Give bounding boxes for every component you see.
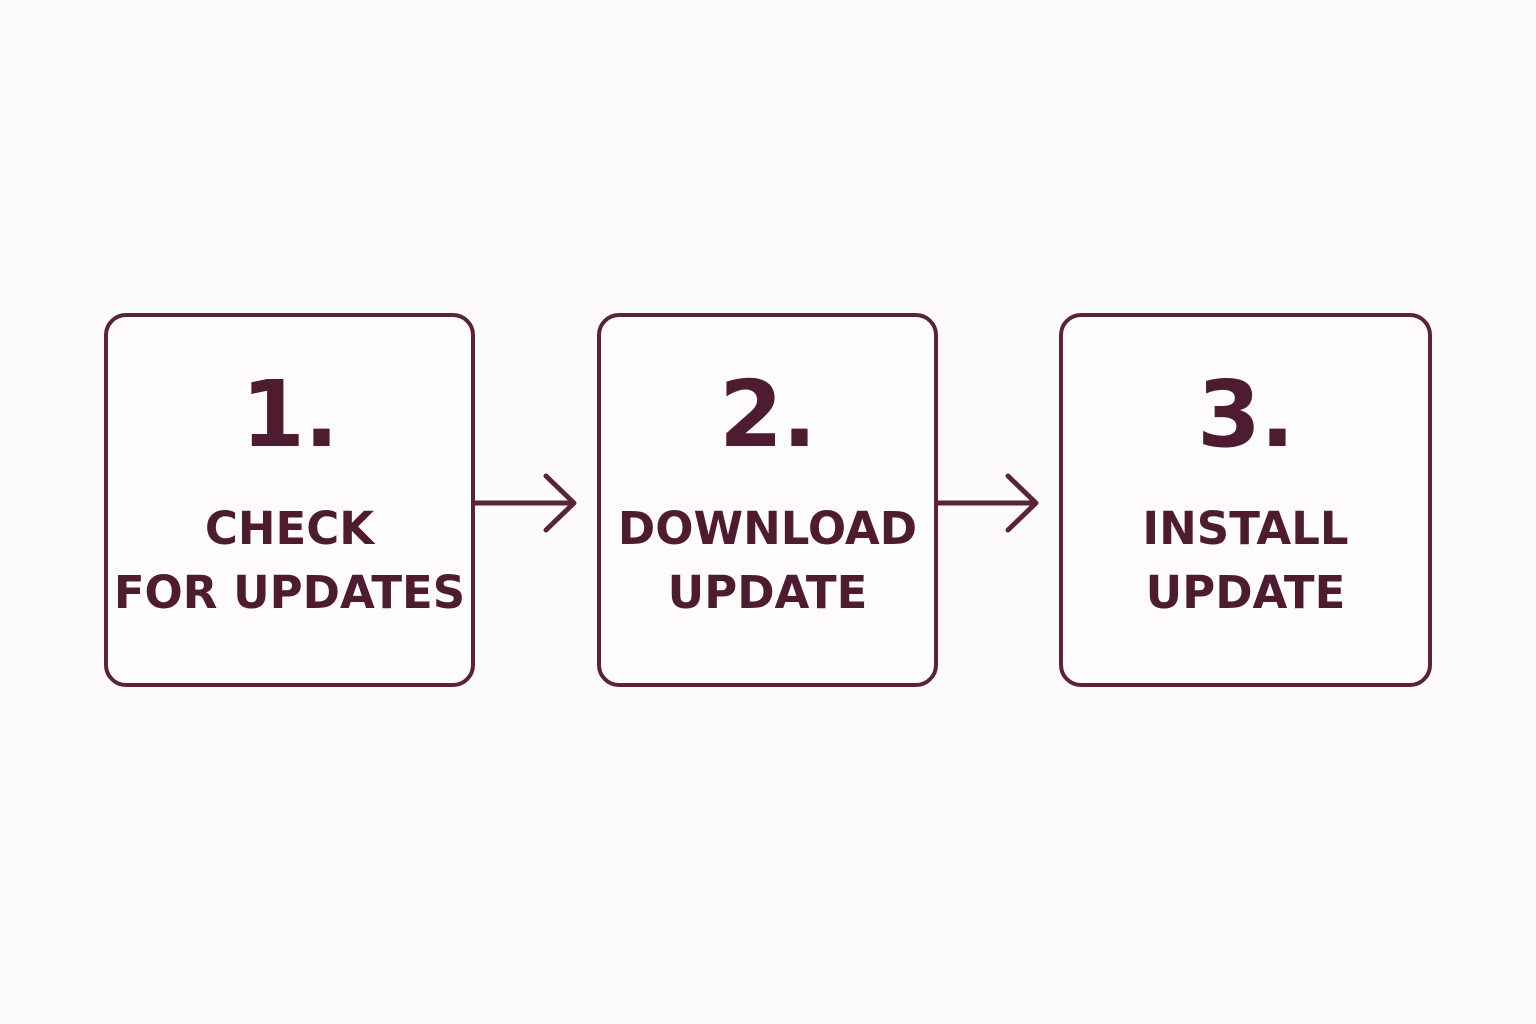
step-3-label-line1: INSTALL <box>1142 502 1349 555</box>
step-1-box: 1. CHECK FOR UPDATES <box>104 313 475 687</box>
arrow-2-icon <box>935 473 1039 533</box>
step-1-number: 1. <box>241 361 339 468</box>
step-1-label-line1: CHECK <box>204 502 375 555</box>
step-2-box: 2. DOWNLOAD UPDATE <box>597 313 938 687</box>
step-1-label: CHECK FOR UPDATES <box>108 497 471 625</box>
step-3-label: INSTALL UPDATE <box>1063 497 1428 625</box>
step-2-label-line2: UPDATE <box>667 566 868 619</box>
step-3-box: 3. INSTALL UPDATE <box>1059 313 1432 687</box>
arrow-1-icon <box>472 473 577 533</box>
step-3-label-line2: UPDATE <box>1145 566 1346 619</box>
step-3-number: 3. <box>1197 361 1295 468</box>
step-2-label: DOWNLOAD UPDATE <box>601 497 934 625</box>
step-1-label-line2: FOR UPDATES <box>113 566 466 619</box>
step-2-number: 2. <box>719 361 817 468</box>
step-2-label-line1: DOWNLOAD <box>617 502 918 555</box>
